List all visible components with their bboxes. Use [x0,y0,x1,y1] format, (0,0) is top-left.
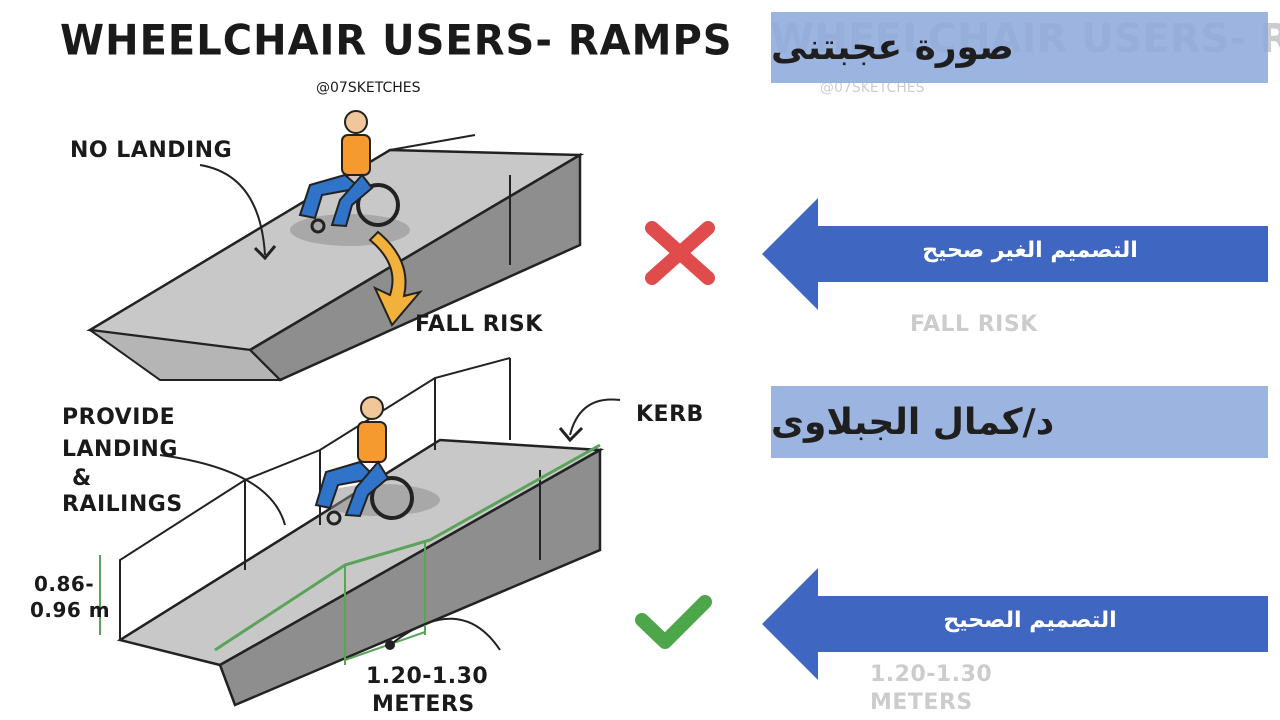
arrow-wrong-shape [762,198,1268,310]
label-no-landing: NO LANDING [70,138,233,163]
bottom-wheelchair-user [314,396,414,526]
fall-risk-arrow [368,230,423,327]
banner-top: صورة عجبتنى [771,12,1268,83]
banner-top-text: صورة عجبتنى [771,27,1014,68]
banner-middle-text: د/كمال الجبلاوى [771,401,1055,443]
label-kerb: KERB [636,402,704,427]
label-height-1: 0.86- [34,572,95,596]
no-landing-pointer [199,164,266,256]
sketch-handle: @07SKETCHES [316,80,421,96]
arrow-right-label: التصميم الصحيح [943,608,1117,633]
label-landing: LANDING [62,437,178,462]
label-ampersand: & [72,466,92,491]
banner-middle: د/كمال الجبلاوى [771,386,1268,458]
label-railings: RAILINGS [62,492,183,517]
wrong-cross-icon [645,221,715,285]
sketch-title: WHEELCHAIR USERS- RAMPS [60,16,733,66]
label-height-2: 0.96 m [30,598,111,622]
top-ramp [86,134,585,382]
arrow-wrong-label: التصميم الغير صحيح [922,238,1138,263]
correct-check-icon [635,595,712,649]
arrow-right-shape [762,568,1268,680]
bottom-ramp [99,357,605,707]
label-width-2: METERS [372,692,475,717]
label-provide: PROVIDE [62,405,176,430]
label-width-1: 1.20-1.30 [366,664,489,689]
label-fall-risk: FALL RISK [415,312,543,337]
top-wheelchair-user [298,110,400,234]
